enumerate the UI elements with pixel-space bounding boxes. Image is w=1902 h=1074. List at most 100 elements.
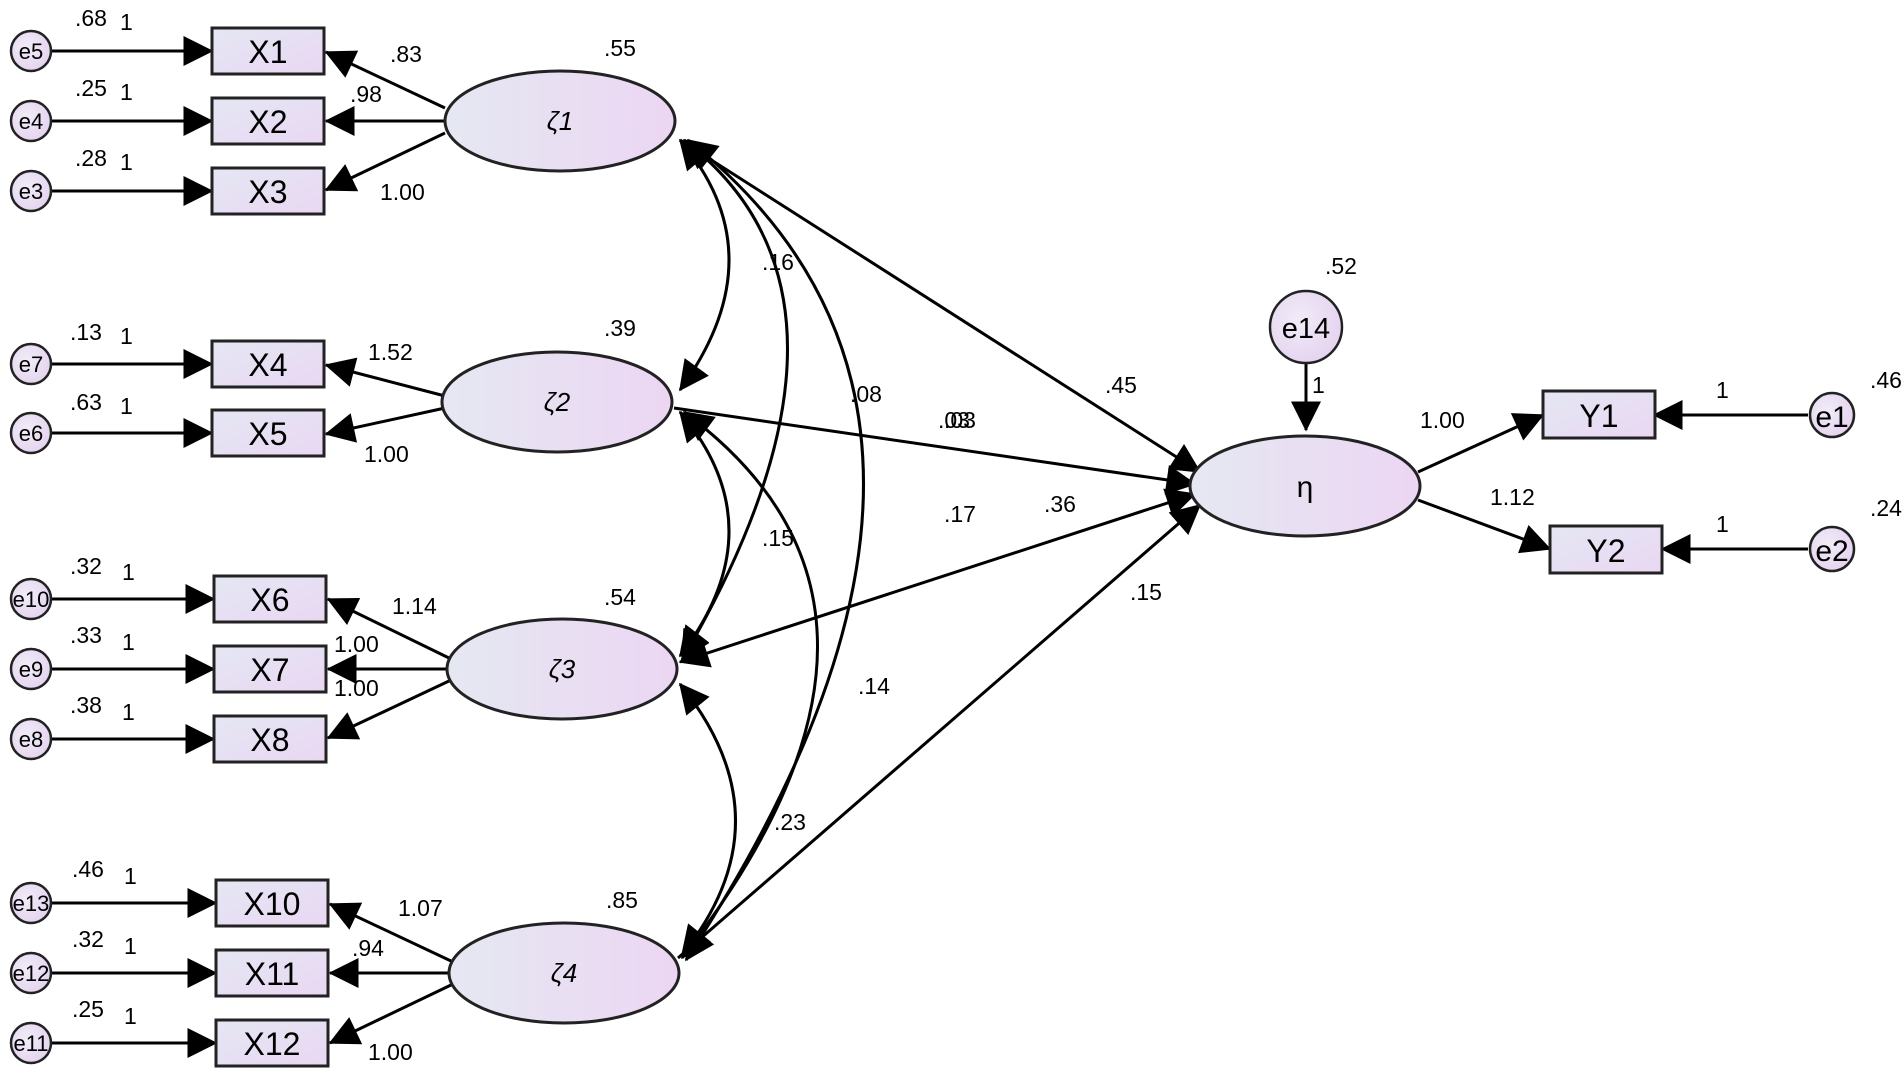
observed-nodes: X1 X2 X3 X4 X5 X6 X7 X8 X10 X11 X12 Y1 Y… xyxy=(210,26,1664,1068)
svg-text:1: 1 xyxy=(120,9,133,35)
svg-text:e5: e5 xyxy=(19,39,43,64)
svg-text:1: 1 xyxy=(124,863,137,889)
error-e14: e14 xyxy=(1268,289,1344,365)
error-paths xyxy=(50,36,1808,1058)
svg-text:Y1: Y1 xyxy=(1579,398,1618,434)
svg-text:.32: .32 xyxy=(72,926,104,952)
ellipse-z2: ζ2 xyxy=(440,350,674,454)
svg-text:.24: .24 xyxy=(1870,495,1902,521)
svg-text:e6: e6 xyxy=(19,421,43,446)
svg-text:1: 1 xyxy=(122,629,135,655)
svg-text:.23: .23 xyxy=(774,809,806,835)
svg-text:.54: .54 xyxy=(604,584,636,610)
svg-text:e2: e2 xyxy=(1815,535,1848,568)
svg-text:X7: X7 xyxy=(250,652,289,688)
error-e12: e12 xyxy=(9,951,53,995)
error-e5: e5 xyxy=(9,29,53,73)
box-X6: X6 xyxy=(212,574,328,624)
box-X11: X11 xyxy=(214,948,330,998)
svg-text:1: 1 xyxy=(120,323,133,349)
svg-text:1: 1 xyxy=(122,699,135,725)
svg-text:X3: X3 xyxy=(248,174,287,210)
error-e4: e4 xyxy=(9,99,53,143)
box-X3: X3 xyxy=(210,166,326,216)
svg-text:1.00: 1.00 xyxy=(334,675,379,701)
svg-text:e8: e8 xyxy=(19,727,43,752)
latent-nodes: ζ1 ζ2 ζ3 ζ4 η xyxy=(440,69,1422,1025)
variance-labels: .68 .25 .28 .13 .63 .32 .33 .38 .46 .32 … xyxy=(70,5,1902,1022)
svg-text:Y2: Y2 xyxy=(1586,533,1625,569)
loading-labels: .83 .98 1.00 1.52 1.00 1.14 1.00 1.00 1.… xyxy=(334,41,1535,1065)
svg-text:1.07: 1.07 xyxy=(398,895,443,921)
svg-text:X1: X1 xyxy=(248,34,287,70)
error-e10: e10 xyxy=(9,577,53,621)
svg-text:.52: .52 xyxy=(1325,253,1357,279)
svg-text:X6: X6 xyxy=(250,582,289,618)
svg-text:.32: .32 xyxy=(70,553,102,579)
ellipse-z3: ζ3 xyxy=(445,617,679,721)
box-X10: X10 xyxy=(214,878,330,928)
svg-text:e3: e3 xyxy=(19,179,43,204)
error-e2: e2 xyxy=(1808,525,1856,573)
svg-text:1: 1 xyxy=(124,1003,137,1029)
svg-text:ζ4: ζ4 xyxy=(551,958,578,988)
svg-text:.68: .68 xyxy=(75,5,107,31)
svg-text:e14: e14 xyxy=(1282,313,1330,345)
ellipse-eta: η xyxy=(1188,434,1422,538)
svg-text:.36: .36 xyxy=(1044,491,1076,517)
box-X2: X2 xyxy=(210,96,326,146)
box-X4: X4 xyxy=(210,339,326,389)
svg-text:.45: .45 xyxy=(1105,372,1137,398)
covariance-labels: .16 .08 .03 .15 .17 .14 .23 xyxy=(762,249,976,835)
svg-text:1.52: 1.52 xyxy=(368,339,413,365)
svg-text:.08: .08 xyxy=(850,381,882,407)
ellipse-z1: ζ1 xyxy=(443,69,677,173)
svg-text:ζ3: ζ3 xyxy=(549,654,576,684)
svg-text:1: 1 xyxy=(122,559,135,585)
svg-text:.33: .33 xyxy=(70,622,102,648)
box-X12: X12 xyxy=(214,1018,330,1068)
svg-text:.46: .46 xyxy=(72,856,104,882)
error-e7: e7 xyxy=(9,342,53,386)
svg-text:.55: .55 xyxy=(604,35,636,61)
svg-text:X4: X4 xyxy=(248,347,287,383)
svg-text:.98: .98 xyxy=(350,81,382,107)
svg-text:X2: X2 xyxy=(248,104,287,140)
svg-text:.83: .83 xyxy=(390,41,422,67)
svg-text:ζ1: ζ1 xyxy=(547,106,574,136)
svg-text:.14: .14 xyxy=(858,673,890,699)
svg-text:e9: e9 xyxy=(19,657,43,682)
error-e8: e8 xyxy=(9,717,53,761)
error-path-labels: 1 1 1 1 1 1 1 1 1 1 1 1 1 1 xyxy=(120,9,1729,1029)
svg-text:.15: .15 xyxy=(762,525,794,551)
svg-text:X5: X5 xyxy=(248,416,287,452)
svg-text:ζ2: ζ2 xyxy=(544,387,571,417)
svg-text:.13: .13 xyxy=(70,319,102,345)
loading-paths xyxy=(324,50,1552,1045)
box-X8: X8 xyxy=(212,714,328,764)
svg-text:1.00: 1.00 xyxy=(364,441,409,467)
svg-text:1.14: 1.14 xyxy=(392,593,437,619)
svg-text:e12: e12 xyxy=(13,961,50,986)
svg-text:e1: e1 xyxy=(1815,401,1848,434)
svg-text:.17: .17 xyxy=(944,501,976,527)
svg-text:.38: .38 xyxy=(70,692,102,718)
box-X7: X7 xyxy=(212,644,328,694)
svg-text:.25: .25 xyxy=(72,996,104,1022)
svg-text:1: 1 xyxy=(1716,511,1729,537)
error-e1: e1 xyxy=(1808,391,1856,439)
svg-text:1: 1 xyxy=(1312,372,1325,398)
box-X1: X1 xyxy=(210,26,326,76)
svg-text:η: η xyxy=(1297,471,1314,504)
error-nodes: e5 e4 e3 e7 e6 e10 e9 e8 e13 e12 e11 e1 … xyxy=(9,29,1856,1065)
svg-text:X10: X10 xyxy=(244,886,301,922)
svg-text:e10: e10 xyxy=(13,587,50,612)
svg-text:.16: .16 xyxy=(762,249,794,275)
svg-text:.39: .39 xyxy=(604,315,636,341)
error-e3: e3 xyxy=(9,169,53,213)
svg-text:.28: .28 xyxy=(75,145,107,171)
svg-text:.15: .15 xyxy=(1130,579,1162,605)
svg-text:.94: .94 xyxy=(352,935,384,961)
svg-text:.63: .63 xyxy=(70,389,102,415)
